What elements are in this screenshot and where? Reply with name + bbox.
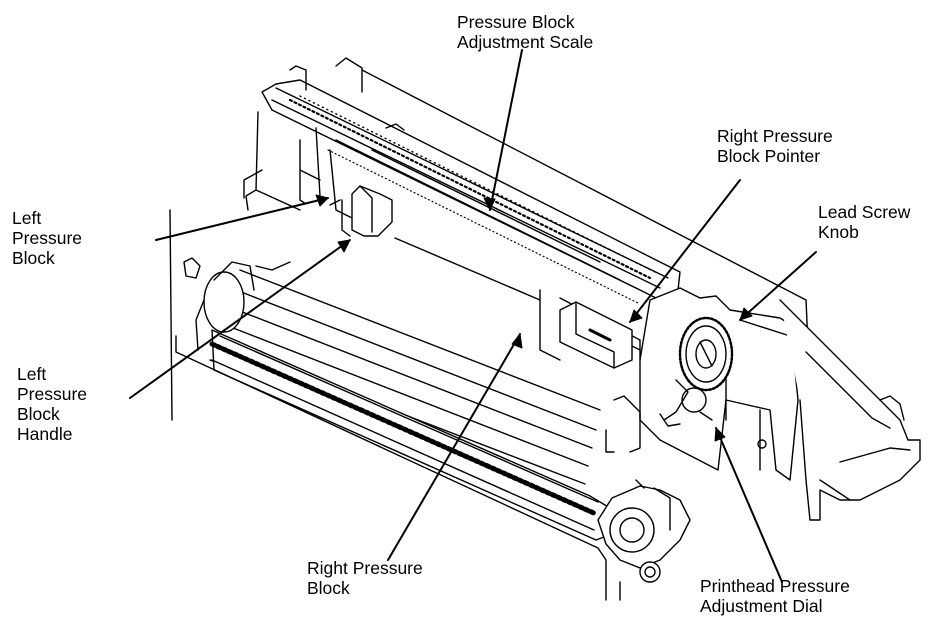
- label-line: Block: [17, 404, 60, 424]
- arrow-scale: [483, 197, 496, 211]
- label-left-pressure-block-handle: Left Pressure Block Handle: [17, 364, 87, 444]
- leader-left-handle: [129, 239, 351, 399]
- label-right-pressure-block-pointer: Right Pressure Block Pointer: [717, 126, 833, 166]
- arrow-pointer: [629, 309, 643, 323]
- label-line: Lead Screw: [818, 202, 911, 222]
- label-lead-screw-knob: Lead Screw Knob: [818, 202, 910, 242]
- leader-knob: [739, 251, 817, 321]
- right-tray: [757, 299, 921, 521]
- printhead-dial-shape: [659, 379, 713, 427]
- leader-lines: [129, 49, 817, 583]
- arrow-right-block: [511, 333, 523, 349]
- lower-frame: [169, 209, 621, 601]
- leader-scale: [489, 49, 523, 211]
- label-line: Block: [307, 578, 350, 598]
- label-line: Knob: [818, 222, 859, 242]
- right-side-housing: [605, 287, 807, 481]
- arrow-knob: [739, 307, 753, 321]
- label-line: Printhead Pressure: [700, 576, 850, 596]
- right-roller-cap: [597, 479, 691, 583]
- arrow-left-block: [315, 194, 329, 207]
- label-printhead-pressure-adjustment-dial: Printhead Pressure Adjustment Dial: [700, 576, 850, 616]
- leader-left-block: [155, 197, 329, 241]
- label-left-pressure-block: Left Pressure Block: [12, 208, 82, 268]
- left-pressure-block-shape: [329, 185, 393, 237]
- label-line: Handle: [17, 424, 73, 444]
- label-line: Block: [12, 248, 55, 268]
- platen-roller: [195, 261, 613, 541]
- label-line: Adjustment Dial: [700, 596, 823, 616]
- label-pressure-block-adjustment-scale: Pressure Block Adjustment Scale: [457, 12, 593, 52]
- label-line: Right Pressure: [717, 126, 833, 146]
- lead-screw-knob-shape: [678, 316, 734, 392]
- label-line: Right Pressure: [307, 558, 423, 578]
- arrow-dial: [714, 427, 726, 442]
- label-line: Block Pointer: [717, 146, 821, 166]
- label-line: Left: [17, 364, 47, 384]
- label-line: Pressure: [12, 228, 83, 248]
- label-line: Left: [12, 208, 42, 228]
- label-line: Pressure Block: [457, 12, 575, 32]
- label-right-pressure-block: Right Pressure Block: [307, 558, 423, 598]
- right-pressure-block-shape: [559, 301, 633, 369]
- label-line: Pressure: [17, 384, 88, 404]
- leader-right-block: [387, 333, 521, 561]
- arrow-left-handle: [337, 239, 351, 253]
- label-line: Adjustment Scale: [457, 32, 594, 52]
- leader-dial: [715, 427, 783, 583]
- scale-rail: [261, 79, 681, 305]
- leader-pointer: [629, 179, 741, 323]
